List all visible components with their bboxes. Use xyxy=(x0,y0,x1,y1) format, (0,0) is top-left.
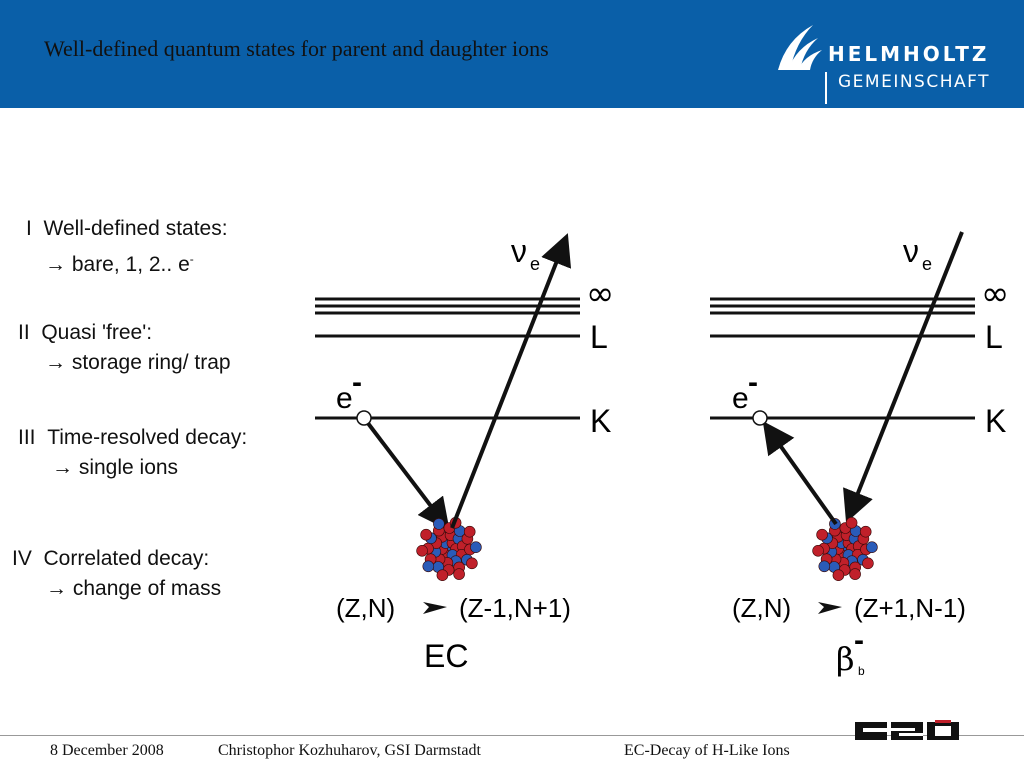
right-nucleus-icon xyxy=(812,516,878,582)
left-decay-label: EC xyxy=(424,638,468,674)
item-4-heading: Correlated decay: xyxy=(43,547,210,570)
left-K-label: K xyxy=(590,403,611,439)
left-electron-sup: - xyxy=(352,366,362,399)
right-L-label: L xyxy=(985,319,1003,355)
nucleon xyxy=(422,560,435,573)
right-decay-sup: - xyxy=(854,624,864,657)
left-levels xyxy=(315,297,580,420)
nucleon xyxy=(818,560,831,573)
left-nucleus-icon xyxy=(416,516,482,582)
right-decay-label: β xyxy=(836,640,855,678)
item-3-numeral: III xyxy=(18,426,36,449)
nucleon xyxy=(862,557,874,570)
logo-line-2: GEMEINSCHAFT xyxy=(838,72,990,92)
logo-line-1: HELMHOLTZ xyxy=(828,42,990,66)
item-4: IV Correlated decay: → change of mass xyxy=(12,544,221,604)
right-neutrino-symbol: ν xyxy=(903,233,919,269)
nucleon xyxy=(416,544,428,557)
gsi-logo-icon xyxy=(855,720,959,740)
nucleon xyxy=(466,557,478,570)
footer-divider xyxy=(0,735,1024,736)
left-electron-symbol: e xyxy=(336,382,353,415)
footer-date: 8 December 2008 xyxy=(50,742,164,759)
right-neutrino-sub: e xyxy=(922,254,932,274)
item-1-heading: Well-defined states: xyxy=(43,217,228,240)
right-infinity-label: ∞ xyxy=(981,274,1009,314)
left-reaction-arrow-icon xyxy=(423,602,447,614)
item-2-heading: Quasi 'free': xyxy=(41,321,153,344)
item-1: I Well-defined states: → bare, 1, 2.. e- xyxy=(26,214,228,280)
right-neutrino-arrow xyxy=(843,231,964,523)
footer-author: Christophor Kozhuharov, GSI Darmstadt xyxy=(218,742,481,759)
nucleon xyxy=(470,541,482,554)
right-electron-sup: - xyxy=(748,366,758,399)
item-1-sup: - xyxy=(189,252,194,266)
left-electron-arrow xyxy=(362,416,450,531)
item-2-detail: → storage ring/ trap xyxy=(45,351,231,374)
left-reaction-to: (Z-1,N+1) xyxy=(459,593,571,623)
nucleon xyxy=(866,541,878,554)
helmholtz-logo-icon xyxy=(778,25,822,70)
item-3: III Time-resolved decay: → single ions xyxy=(18,423,247,483)
left-infinity-label: ∞ xyxy=(586,274,614,314)
left-neutrino-symbol: ν xyxy=(511,233,527,269)
nucleon xyxy=(812,544,824,557)
right-reaction-from: (Z,N) xyxy=(732,593,791,623)
left-neutrino-arrow xyxy=(450,233,572,529)
logo-divider xyxy=(825,72,827,104)
item-3-heading: Time-resolved decay: xyxy=(47,426,248,449)
footer-topic: EC-Decay of H-Like Ions xyxy=(624,742,790,759)
item-4-detail: → change of mass xyxy=(46,577,222,600)
header-bar xyxy=(0,0,1024,108)
right-electron-dot xyxy=(752,410,768,426)
nucleon xyxy=(845,516,858,529)
item-2: II Quasi 'free': → storage ring/ trap xyxy=(18,318,231,378)
left-neutrino-sub: e xyxy=(530,254,540,274)
right-decay-sub: b xyxy=(858,664,865,678)
nucleon xyxy=(433,518,445,530)
nucleon xyxy=(463,525,476,538)
item-2-numeral: II xyxy=(18,321,30,344)
slide-title: Well-defined quantum states for parent a… xyxy=(44,36,549,61)
right-levels xyxy=(710,297,975,420)
nucleon xyxy=(816,528,828,541)
nucleon xyxy=(436,569,449,582)
nucleon xyxy=(849,568,861,580)
right-electron-symbol: e xyxy=(732,382,749,415)
nucleon xyxy=(859,525,872,538)
right-electron-arrow xyxy=(762,420,838,526)
right-reaction-to: (Z+1,N-1) xyxy=(854,593,966,623)
item-1-detail: → bare, 1, 2.. e xyxy=(45,253,190,276)
left-electron-dot xyxy=(356,410,372,426)
nucleon xyxy=(420,528,432,541)
item-4-numeral: IV xyxy=(12,547,32,570)
left-L-label: L xyxy=(590,319,608,355)
item-3-detail: → single ions xyxy=(52,456,179,479)
nucleon xyxy=(832,569,845,582)
nucleon xyxy=(453,568,465,580)
right-K-label: K xyxy=(985,403,1006,439)
left-reaction-from: (Z,N) xyxy=(336,593,395,623)
item-1-numeral: I xyxy=(26,217,32,240)
right-reaction-arrow-icon xyxy=(818,602,842,614)
